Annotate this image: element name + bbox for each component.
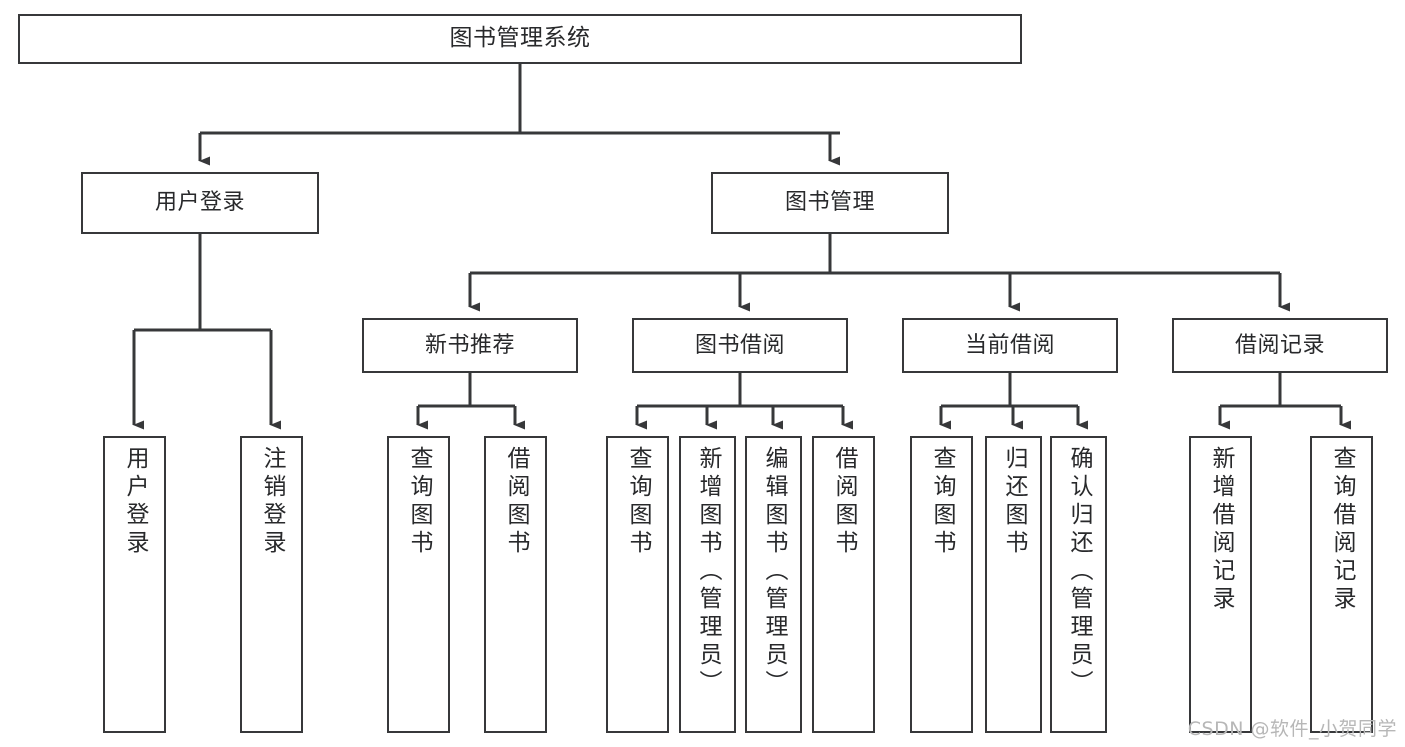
node-user-login[interactable]: 用户登录 — [81, 172, 319, 234]
leaf-confirm-return-admin-label: 确认归还（管理员） — [1066, 446, 1092, 698]
node-current-borrow[interactable]: 当前借阅 — [902, 318, 1118, 373]
node-new-book-recommend-label: 新书推荐 — [424, 332, 515, 358]
node-book-borrow[interactable]: 图书借阅 — [632, 318, 848, 373]
leaf-edit-book-admin-label: 编辑图书（管理员） — [761, 446, 787, 698]
leaf-query-book-newbook-label: 查询图书 — [406, 446, 432, 558]
leaf-borrow-book-newbook-label: 借阅图书 — [503, 446, 529, 558]
leaf-add-borrow-record[interactable]: 新增借阅记录 — [1189, 436, 1252, 733]
node-root[interactable]: 图书管理系统 — [18, 14, 1022, 64]
leaf-return-book[interactable]: 归还图书 — [985, 436, 1042, 733]
leaf-query-book-current[interactable]: 查询图书 — [910, 436, 973, 733]
leaf-add-borrow-record-label: 新增借阅记录 — [1208, 446, 1234, 614]
leaf-borrow-book[interactable]: 借阅图书 — [812, 436, 875, 733]
leaf-query-book-current-label: 查询图书 — [929, 446, 955, 558]
leaf-logout[interactable]: 注销登录 — [240, 436, 303, 733]
leaf-query-book-borrow[interactable]: 查询图书 — [606, 436, 669, 733]
leaf-add-book-admin-label: 新增图书（管理员） — [695, 446, 721, 698]
leaf-edit-book-admin[interactable]: 编辑图书（管理员） — [745, 436, 802, 733]
node-book-management[interactable]: 图书管理 — [711, 172, 949, 234]
node-borrow-records-label: 借阅记录 — [1234, 332, 1325, 358]
leaf-query-borrow-record[interactable]: 查询借阅记录 — [1310, 436, 1373, 733]
leaf-borrow-book-newbook[interactable]: 借阅图书 — [484, 436, 547, 733]
leaf-query-book-newbook[interactable]: 查询图书 — [387, 436, 450, 733]
node-book-management-label: 图书管理 — [784, 190, 875, 216]
leaf-logout-label: 注销登录 — [259, 446, 285, 558]
node-new-book-recommend[interactable]: 新书推荐 — [362, 318, 578, 373]
leaf-return-book-label: 归还图书 — [1001, 446, 1027, 558]
node-current-borrow-label: 当前借阅 — [964, 332, 1055, 358]
leaf-query-book-borrow-label: 查询图书 — [625, 446, 651, 558]
node-borrow-records[interactable]: 借阅记录 — [1172, 318, 1388, 373]
leaf-confirm-return-admin[interactable]: 确认归还（管理员） — [1050, 436, 1107, 733]
node-user-login-label: 用户登录 — [154, 190, 245, 216]
leaf-query-borrow-record-label: 查询借阅记录 — [1329, 446, 1355, 614]
leaf-borrow-book-label: 借阅图书 — [831, 446, 857, 558]
leaf-user-login-label: 用户登录 — [122, 446, 148, 558]
leaf-add-book-admin[interactable]: 新增图书（管理员） — [679, 436, 736, 733]
node-root-label: 图书管理系统 — [449, 25, 591, 52]
leaf-user-login[interactable]: 用户登录 — [103, 436, 166, 733]
node-book-borrow-label: 图书借阅 — [694, 332, 785, 358]
